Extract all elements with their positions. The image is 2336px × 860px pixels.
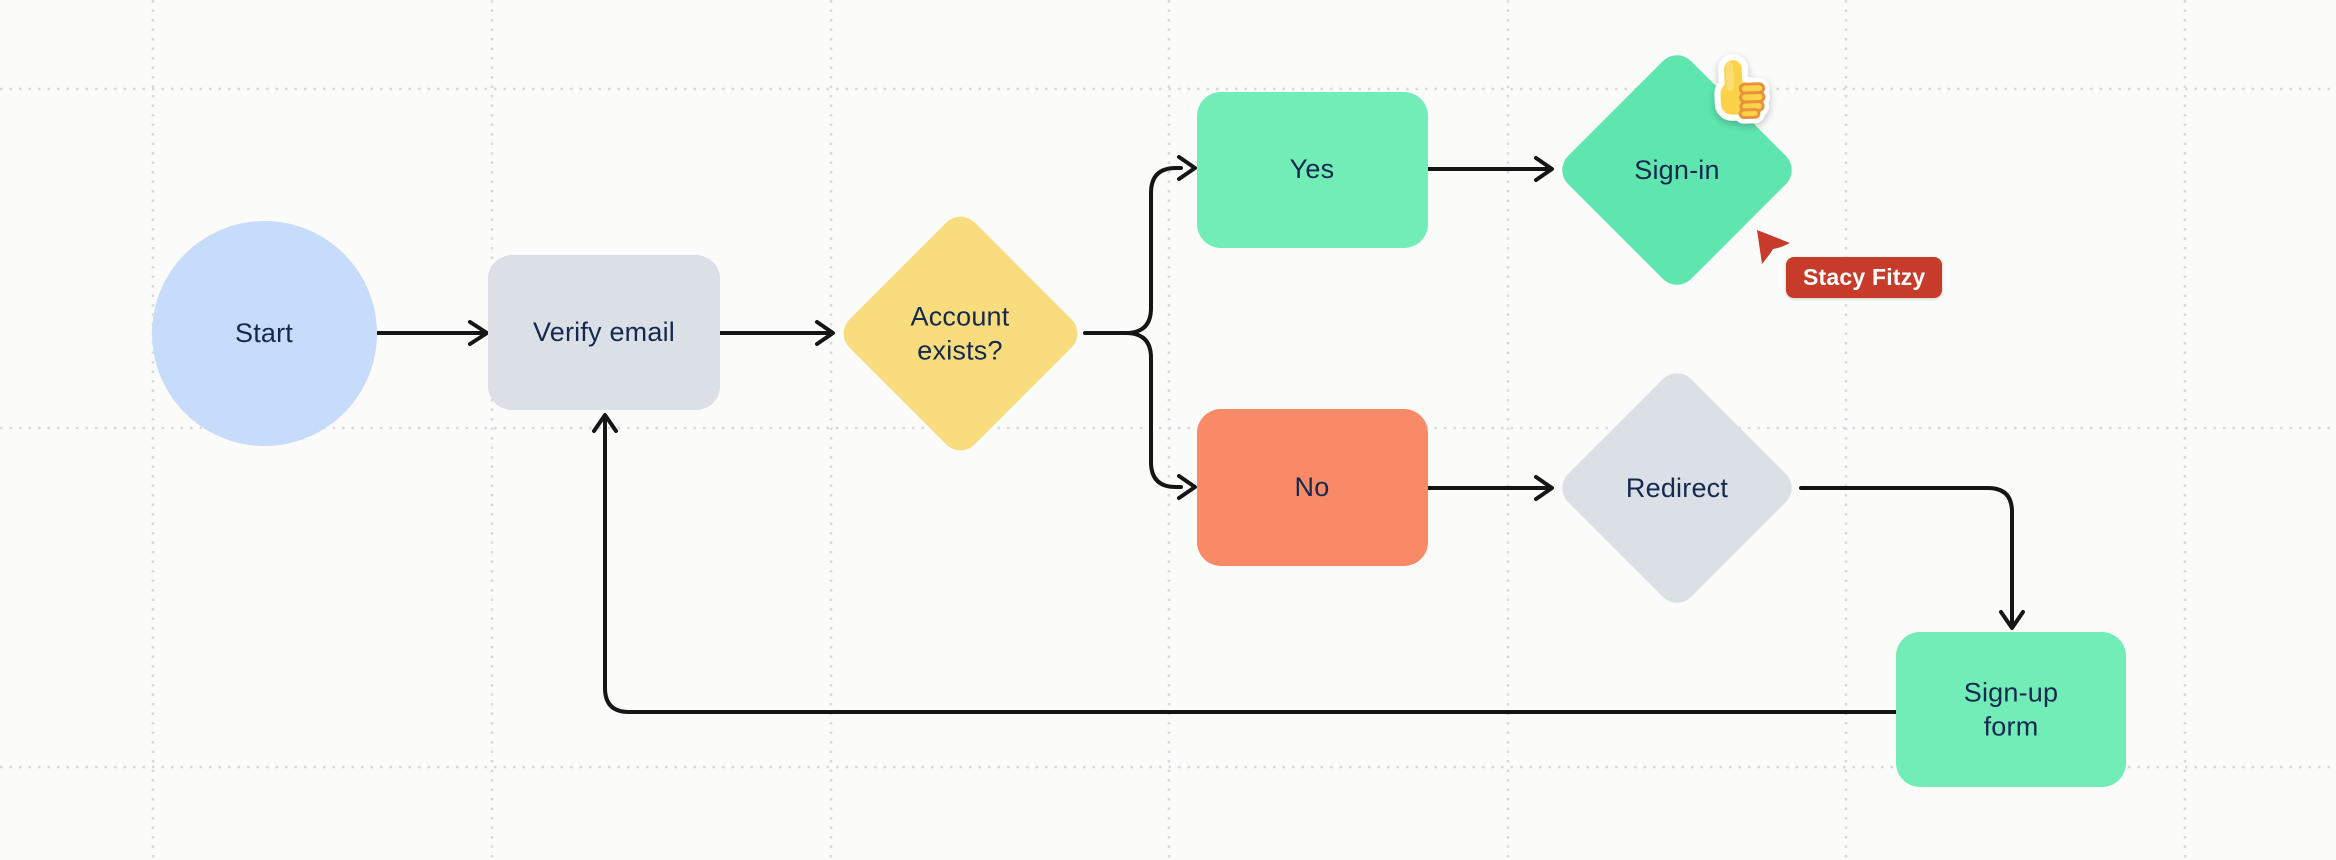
- arrowhead-icon: [1999, 610, 2025, 630]
- node-no[interactable]: [1197, 409, 1428, 566]
- arrowhead-icon: [1534, 475, 1554, 501]
- node-no-label: No: [1294, 472, 1330, 503]
- arrowhead-icon: [592, 413, 618, 433]
- collaborator-cursor: [1754, 228, 1794, 268]
- node-yes-label: Yes: [1289, 154, 1335, 185]
- collaborator-name-tag: Stacy Fitzy: [1786, 257, 1943, 298]
- edge-redirect-signup[interactable]: [1799, 486, 2014, 628]
- arrowhead-icon: [815, 320, 835, 346]
- arrowhead-icon: [1534, 156, 1554, 182]
- arrowhead-icon: [1177, 474, 1197, 500]
- node-verify-email-label: Verify email: [533, 317, 675, 348]
- node-account-exists-label: Account exists?: [910, 301, 1010, 365]
- node-yes[interactable]: [1197, 92, 1428, 248]
- node-signup-form[interactable]: [1896, 632, 2126, 787]
- thumbs-up-icon[interactable]: [1705, 51, 1788, 134]
- node-signup-form-label: Sign-up form: [1963, 677, 2059, 741]
- cursor-icon: [1757, 230, 1790, 264]
- node-start-label: Start: [234, 318, 294, 349]
- node-verify-email[interactable]: [488, 255, 720, 410]
- node-start[interactable]: [152, 221, 377, 446]
- collaborator-name: Stacy Fitzy: [1803, 264, 1926, 290]
- arrowhead-icon: [468, 320, 489, 346]
- edge-fork-no[interactable]: [1124, 331, 1183, 489]
- edge-fork-yes[interactable]: [1124, 166, 1183, 335]
- arrowhead-icon: [1177, 155, 1197, 181]
- node-redirect-label: Redirect: [1625, 473, 1729, 504]
- node-sign-in-label: Sign-in: [1634, 155, 1720, 186]
